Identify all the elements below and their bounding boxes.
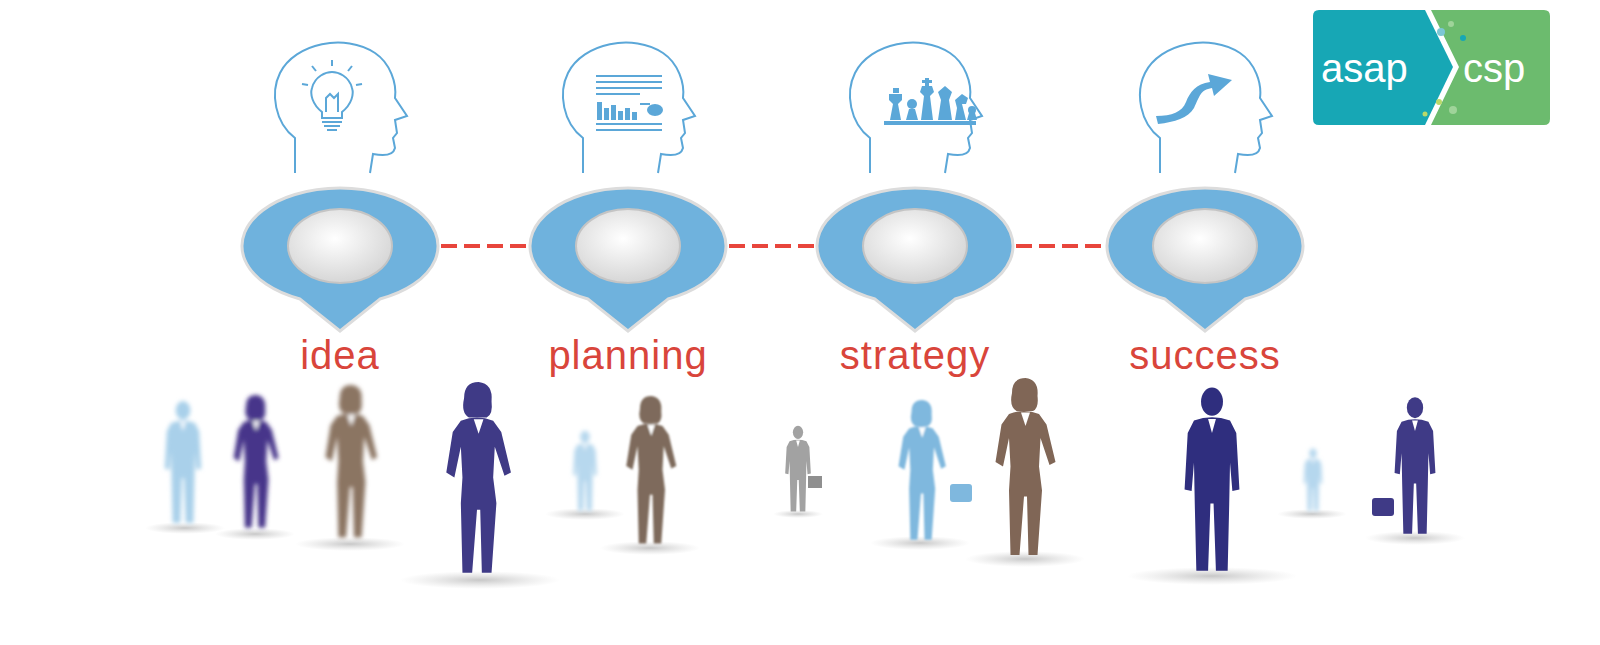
pin-disc [863,209,967,283]
person-silhouette [234,395,279,528]
milestone-pin: success [1105,186,1305,336]
person-silhouette [1304,449,1323,511]
head-outline [275,43,407,173]
logo-dot [1449,106,1457,114]
pin-body [817,188,1013,331]
chess-icon [884,78,977,125]
pin-body [530,188,726,331]
pin-body [1107,188,1303,331]
person-silhouette [626,396,676,544]
logo-badge: asap csp [1313,10,1550,125]
dashed-connector [441,244,527,248]
head-icons [275,43,1272,173]
person-silhouette [573,431,597,511]
pin-body [242,188,438,331]
logo-left-part [1313,10,1453,125]
person-silhouette [1395,397,1436,534]
head-outline [1140,43,1272,173]
logo-dot [1460,35,1466,41]
logo-dot [1448,21,1454,27]
dashed-connector [1016,244,1104,248]
logo-dot [1423,112,1428,117]
people-silhouettes [145,378,1465,589]
person-silhouette [899,400,946,540]
pin-shape [815,186,1015,336]
dashed-connector [729,244,814,248]
pin-shape [240,186,440,336]
person-silhouette [325,385,377,537]
person-silhouette [996,378,1056,555]
person-silhouette [1185,388,1240,571]
milestone-pin: strategy [815,186,1015,336]
pin-disc [288,209,392,283]
milestone-pin: planning [528,186,728,336]
stage-label: idea [300,334,380,376]
briefcase [808,476,822,488]
person-silhouette [446,382,511,573]
pin-shape [1105,186,1305,336]
logo-wordmark: asap [1321,48,1408,88]
logo-wordmark: csp [1463,48,1525,88]
growth-arrow-icon [1156,74,1232,124]
stage-label: success [1129,334,1281,376]
milestone-pin: idea [240,186,440,336]
lightbulb-icon [302,60,362,130]
logo-right-part [1431,10,1550,125]
pin-disc [576,209,680,283]
briefcase [1372,498,1394,516]
person-silhouette [165,401,201,523]
handbag [950,484,972,502]
head-outline [563,43,695,173]
logo-dot [1436,99,1442,105]
logo-dot [1437,28,1445,36]
stage-label: planning [548,334,707,376]
stage-label: strategy [840,334,990,376]
head-outline [850,43,982,173]
document-icon [596,76,663,130]
pin-shape [528,186,728,336]
person-silhouette [785,426,811,512]
pin-disc [1153,209,1257,283]
